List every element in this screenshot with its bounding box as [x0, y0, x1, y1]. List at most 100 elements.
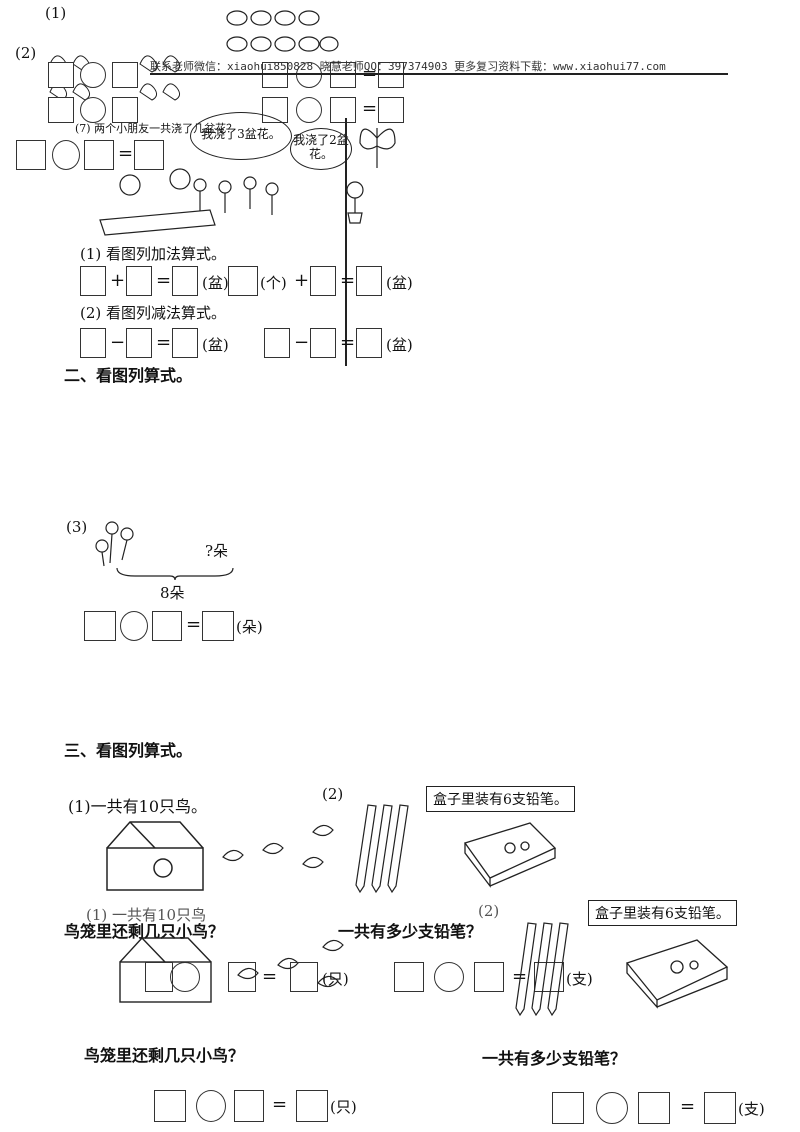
bird-question-text-bottom: 鸟笼里还剩几只小鸟？: [84, 1046, 245, 1065]
answer-box[interactable]: [112, 62, 138, 88]
answer-box[interactable]: [172, 266, 198, 296]
unit-label: (盆): [202, 274, 229, 292]
operator-circle[interactable]: [434, 962, 464, 992]
answer-box[interactable]: [134, 140, 164, 170]
kids-watering-flowers-illustration: [99, 168, 279, 236]
answer-box[interactable]: [310, 266, 336, 296]
pencil-case-icon: [463, 822, 557, 888]
operator-circle[interactable]: [196, 1090, 226, 1122]
equals-sign: =: [340, 270, 356, 291]
answer-box[interactable]: [48, 62, 74, 88]
answer-box[interactable]: [378, 62, 404, 88]
operator-circle[interactable]: [296, 62, 322, 88]
unit-label: (只): [330, 1098, 357, 1116]
operator-circle[interactable]: [296, 97, 322, 123]
kid2-speech-text: 我浇了2盆花。: [293, 133, 349, 162]
sub-prompt: (2) 看图列减法算式。: [80, 304, 227, 322]
answer-box[interactable]: [152, 611, 182, 641]
answer-box[interactable]: [154, 1090, 186, 1122]
add-prompt: (1) 看图列加法算式。: [80, 245, 227, 263]
answer-box[interactable]: [126, 266, 152, 296]
equals-sign: =: [272, 1094, 288, 1115]
minus-sign: −: [294, 332, 310, 353]
brace-bracket: [116, 567, 234, 581]
unit-label: (只): [322, 970, 349, 988]
pencil-question-text: 一共有多少支铅笔？: [338, 922, 483, 941]
answer-box[interactable]: [84, 140, 114, 170]
kid1-speech-bubble: 我浇了3盆花。: [190, 112, 292, 160]
answer-box[interactable]: [112, 97, 138, 123]
operator-circle[interactable]: [596, 1092, 628, 1124]
answer-box[interactable]: [48, 97, 74, 123]
pencil-box-note: 盒子里装有6支铅笔。: [426, 786, 575, 812]
answer-box[interactable]: [378, 97, 404, 123]
plus-sign: +: [110, 270, 126, 291]
ghost-pencils-illustration: [515, 922, 569, 1017]
answer-box[interactable]: [330, 62, 356, 88]
kid2-speech-bubble: 我浇了2盆花。: [290, 128, 352, 170]
ghost-bird-label: (1) 一共有10只鸟: [86, 906, 207, 924]
minus-sign: −: [110, 332, 126, 353]
equals-sign: =: [362, 98, 378, 119]
answer-box[interactable]: [330, 97, 356, 123]
section2-heading: 二、看图列算式。: [64, 366, 193, 385]
flower-pot-icon: [346, 181, 364, 224]
answer-box[interactable]: [638, 1092, 670, 1124]
answer-box[interactable]: [296, 1090, 328, 1122]
unknown-flowers-label: ?朵: [205, 542, 229, 560]
equals-sign: =: [680, 1096, 696, 1117]
answer-box[interactable]: [228, 266, 258, 296]
equals-sign: =: [340, 332, 356, 353]
answer-box[interactable]: [356, 328, 382, 358]
answer-box[interactable]: [16, 140, 46, 170]
answer-box[interactable]: [202, 611, 234, 641]
q3-label: (3): [66, 518, 88, 536]
answer-box[interactable]: [356, 266, 382, 296]
q2-label: (2): [15, 44, 37, 62]
operator-circle[interactable]: [80, 97, 106, 123]
pencil-question-label: (2): [322, 785, 344, 803]
operator-circle[interactable]: [80, 62, 106, 88]
equals-sign: =: [262, 966, 278, 987]
equals-sign: =: [156, 270, 172, 291]
equals-sign: =: [186, 614, 202, 635]
bird-question-text: 鸟笼里还剩几只小鸟？: [64, 922, 225, 941]
unit-label: (支): [566, 970, 593, 988]
ghost-pencil-case-icon: [625, 939, 729, 1009]
answer-box[interactable]: [264, 328, 290, 358]
answer-box[interactable]: [80, 266, 106, 296]
answer-box[interactable]: [310, 328, 336, 358]
answer-box[interactable]: [145, 962, 173, 992]
unit-label: (朵): [236, 618, 263, 636]
answer-box[interactable]: [172, 328, 198, 358]
pencils-illustration: [355, 804, 409, 894]
operator-circle[interactable]: [120, 611, 148, 641]
unit-label: (盆): [386, 274, 413, 292]
q1-label: (1): [45, 4, 67, 22]
answer-box[interactable]: [534, 962, 564, 992]
answer-box[interactable]: [228, 962, 256, 992]
peaches-illustration: [226, 10, 339, 52]
ghost-pencil-box-note: 盒子里装有6支铅笔。: [588, 900, 737, 926]
answer-box[interactable]: [84, 611, 116, 641]
unit-label: (个): [260, 274, 287, 292]
operator-circle[interactable]: [170, 962, 200, 992]
equals-sign: =: [118, 143, 134, 164]
flying-birds-illustration: [222, 824, 334, 869]
kid1-speech-text: 我浇了3盆花。: [201, 127, 281, 141]
answer-box[interactable]: [474, 962, 504, 992]
ghost-pencil-label: (2): [478, 902, 500, 920]
answer-box[interactable]: [262, 62, 288, 88]
answer-box[interactable]: [394, 962, 424, 992]
answer-box[interactable]: [126, 328, 152, 358]
answer-box[interactable]: [234, 1090, 264, 1122]
section3-heading: 三、看图列算式。: [64, 741, 193, 760]
answer-box[interactable]: [704, 1092, 736, 1124]
operator-circle[interactable]: [52, 140, 80, 170]
answer-box[interactable]: [552, 1092, 584, 1124]
equals-sign: =: [512, 966, 528, 987]
total-flowers-label: 8朵: [160, 584, 185, 602]
answer-box[interactable]: [80, 328, 106, 358]
butterfly-icon: [359, 128, 396, 168]
answer-box[interactable]: [290, 962, 318, 992]
